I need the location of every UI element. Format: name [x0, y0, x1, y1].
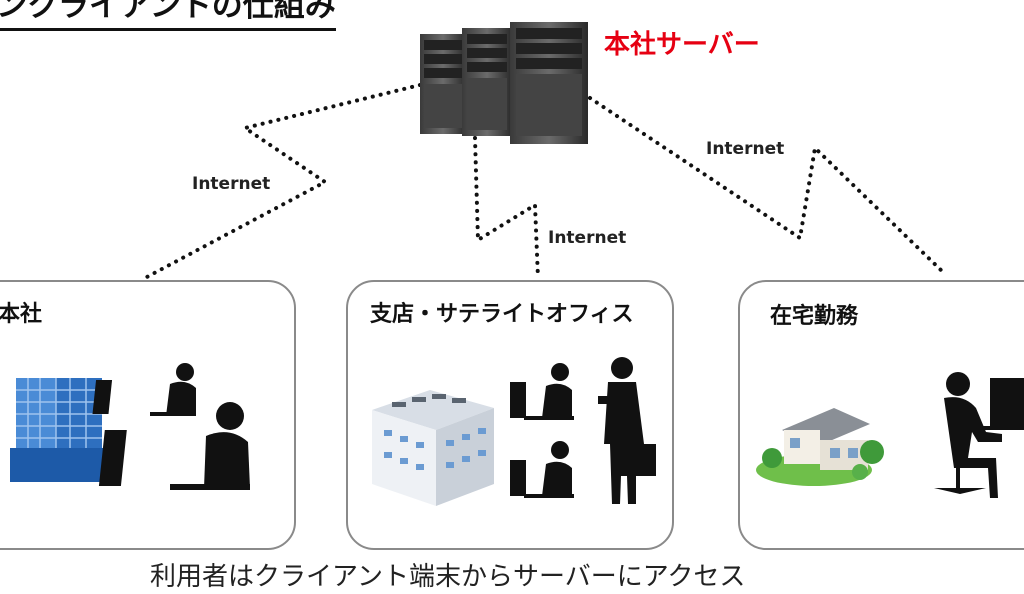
internet-label-middle: Internet: [548, 228, 627, 248]
server-label: 本社サーバー: [604, 30, 760, 60]
server-icon: [420, 22, 588, 144]
site-illustrations: [10, 357, 1024, 506]
person-at-computer-icon: [92, 357, 1024, 504]
site-label-headquarters: 本社: [0, 302, 43, 327]
house-icon: [756, 408, 884, 486]
connection-right: [588, 96, 947, 276]
page-title: ンクライアントの仕組み: [0, 0, 336, 31]
internet-label-right: Internet: [706, 139, 785, 159]
internet-label-left: Internet: [192, 174, 271, 194]
bottom-caption: 利用者はクライアント端末からサーバーにアクセス: [150, 562, 746, 592]
connection-left: [143, 83, 422, 280]
network-lines: [143, 83, 947, 280]
branch-building-icon: [372, 390, 494, 506]
office-building-icon: [10, 378, 110, 482]
site-label-home: 在宅勤務: [770, 304, 859, 329]
site-label-branch: 支店・サテライトオフィス: [370, 302, 634, 327]
